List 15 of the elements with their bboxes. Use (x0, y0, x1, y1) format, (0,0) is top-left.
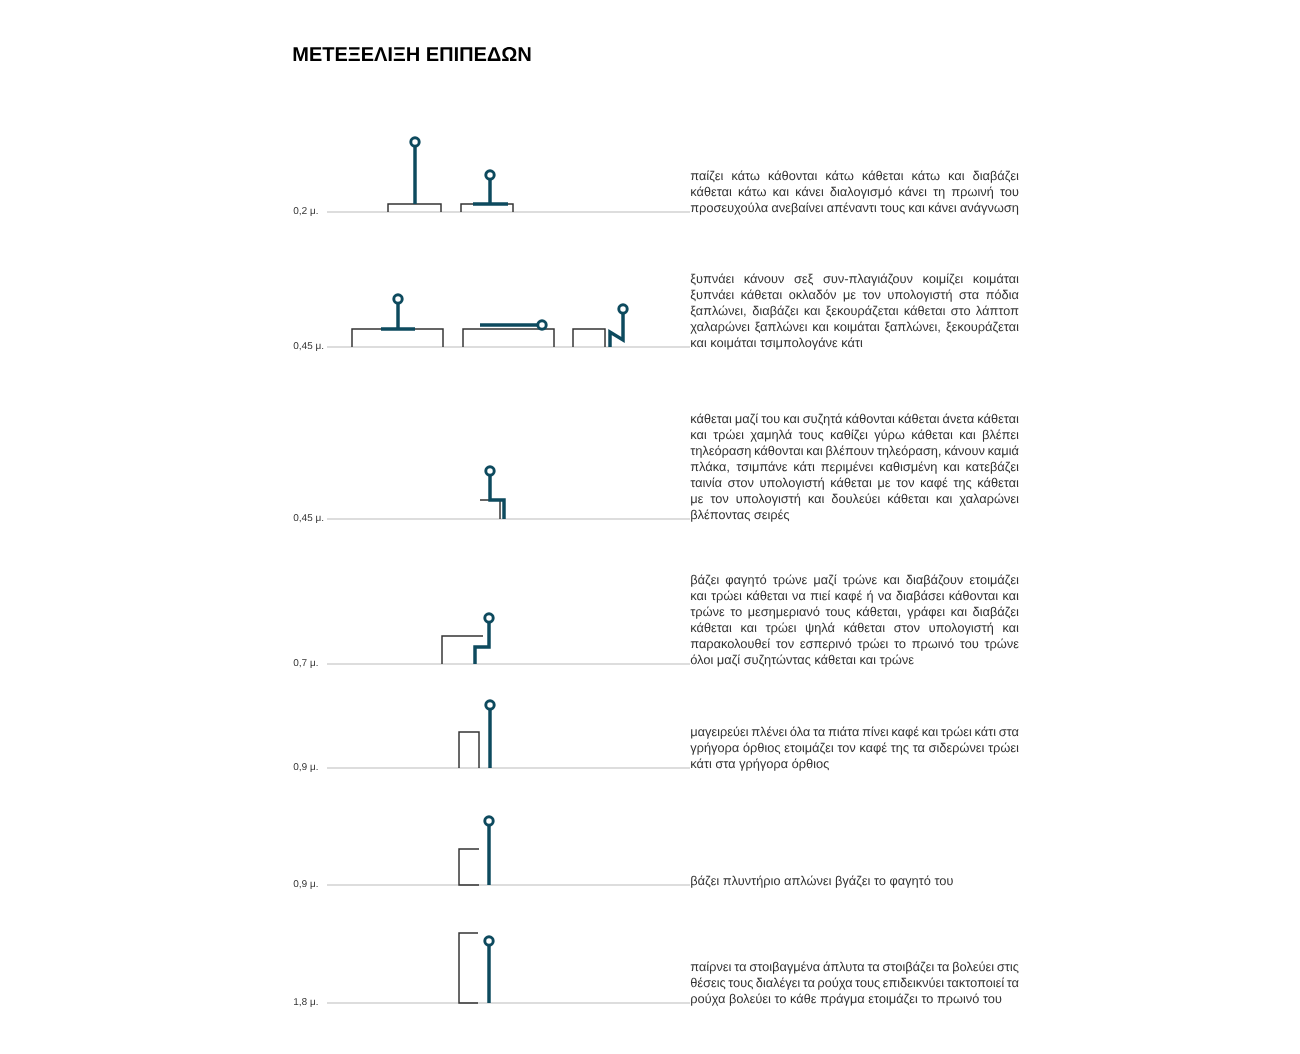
title: ΜΕΤΕΞΕΛΙΞΗ ΕΠΙΠΕΔΩΝ (293, 47, 531, 61)
activity-text: κάθεται μαζί του και συζητά κάθονται κάθεται άνετα κάθεται και τρώει χαμηλά τους καθίζει γύρω κάθεται και βλέπει τηλεόραση κάθονται και βλέπουν τηλεόραση, κάνουν καμιά πλάκα, τσιμπάνε κάτι περιμένει καθισμένη και κατεβάζει ταινία στον υπολογιστή κάθεται με τον καφέ της κάθεται με τον υπολογιστή και δουλεύει κάθεται και χαλαρώνει βλέποντας σειρές (690, 413, 1019, 522)
activity-text: ξυπνάει κάνουν σεξ συν-πλαγιάζουν κοιμίζει κοιμάται ξυπνάει κάθεται οκλαδόν με τον υπολογιστή στα πόδια ξαπλώνει, διαβάζει και ξεκουράζεται κάθεται στο λάπτοπ χαλαρώνει ξαπλώνει και κοιμάται ξαπλώνει, ξεκουράζεται και κοιμάται τσιμπολογάνε κάτι (690, 273, 1019, 350)
height-label: 0,9 μ. (293, 880, 318, 889)
height-label: 1,8 μ. (294, 998, 318, 1007)
height-label: 0,9 μ. (293, 763, 318, 772)
activity-text: βάζει πλυντήριο απλώνει βγάζει το φαγητό του (691, 875, 953, 888)
height-label: 0,45 μ. (293, 342, 324, 351)
activity-text: παίρνει τα στοιβαγμένα άπλυτα τα στοιβάζει τα βολεύει στις θέσεις τους διαλέγει τα ρούχα τους επιδεικνύει τακτοποιεί τα ρούχα βολεύει το κάθε πράγμα ετοιμάζει το πρωινό του (690, 961, 1019, 1006)
activity-text: μαγειρεύει πλένει όλα τα πιάτα πίνει καφέ και τρώει κάτι στα γρήγορα όρθιος ετοιμάζει τον καφέ της τα σιδερώνει τρώει κάτι στα γρήγορα όρθιος (690, 726, 1019, 771)
height-label: 0,2 μ. (293, 207, 318, 216)
activity-text: παίζει κάτω κάθονται κάτω κάθεται κάτω και διαβάζει κάθεται κάτω και κάνει διαλογισμό κάνει τη πρωινή του προσευχούλα ανεβαίνει απέναντι τους και κάνει ανάγνωση (690, 170, 1019, 215)
height-label: 0,7 μ. (293, 659, 318, 668)
activity-text: βάζει φαγητό τρώνε μαζί τρώνε και διαβάζουν ετοιμάζει και τρώει κάθεται να πιεί καφέ ή να διαβάσει κάθονται και τρώνε το μεσημεριανό τους κάθεται, γράφει και διαβάζει κάθεται και τρώει ψηλά κάθεται στον υπολογιστή και παρακολουθεί τον εσπερινό τρώει το πρωινό του τρώνε όλοι μαζί συζητώντας κάθεται και τρώνε (690, 574, 1019, 667)
height-label: 0,45 μ. (293, 514, 324, 523)
